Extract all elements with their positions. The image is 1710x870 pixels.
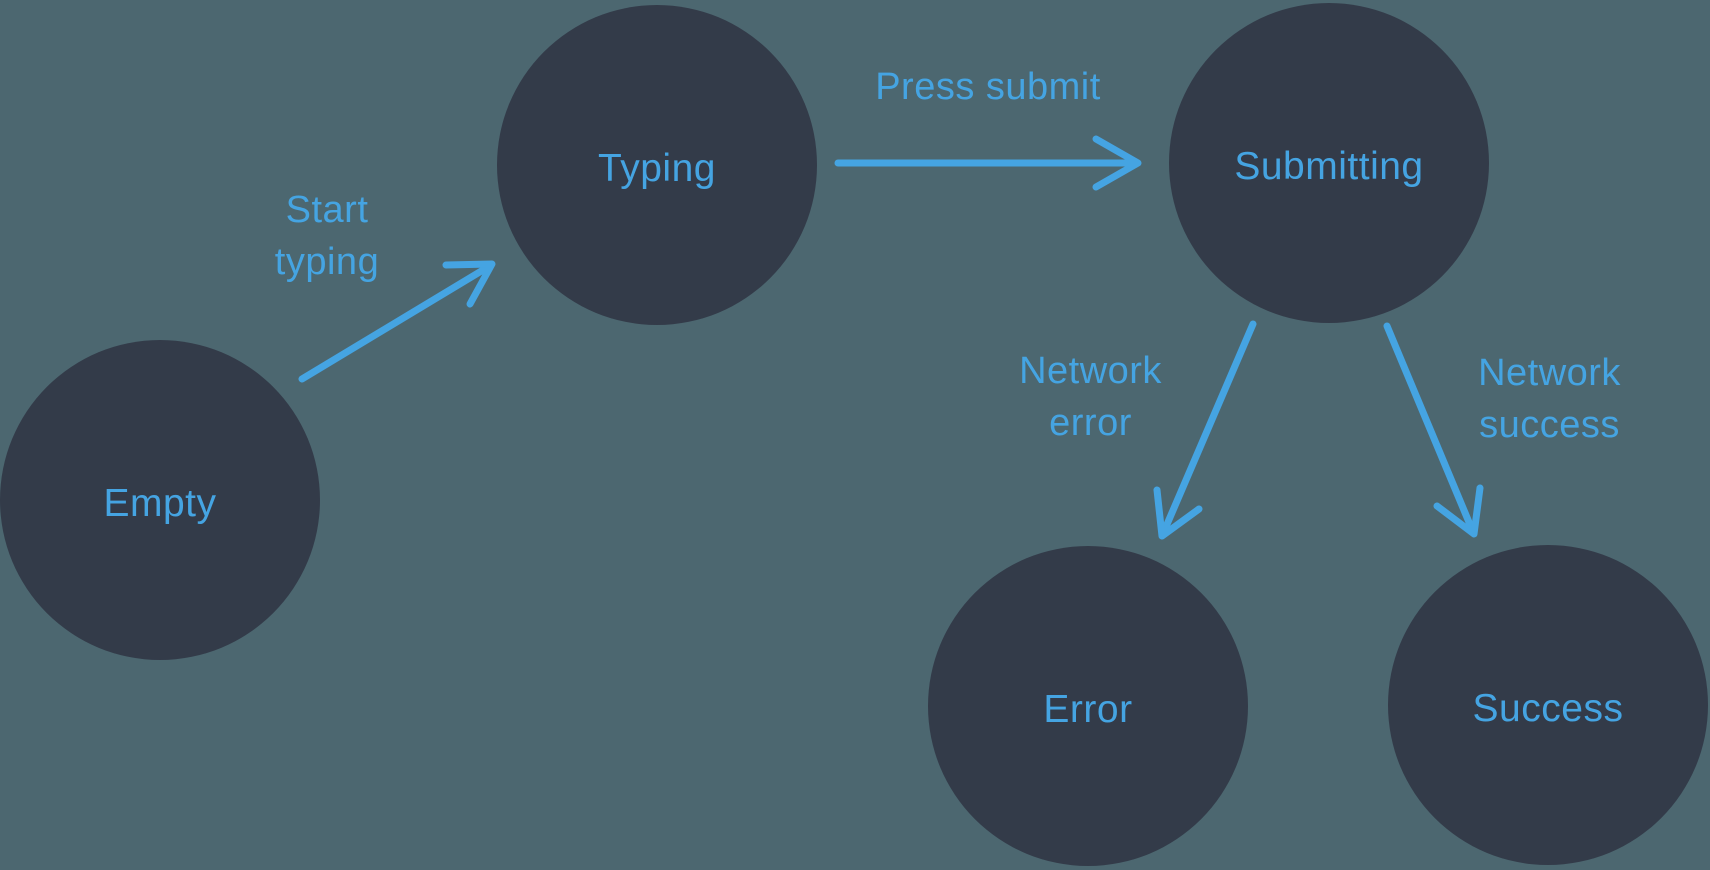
edge-label-network-success: Network success <box>1478 352 1621 446</box>
edge-arrow-network-error <box>1153 320 1257 540</box>
state-label-submitting: Submitting <box>1234 145 1424 188</box>
edge-arrow-press-submit <box>834 135 1142 191</box>
edge-arrow-start-typing <box>298 260 496 383</box>
state-label-typing: Typing <box>598 147 716 190</box>
edge-label-start-typing: Start typing <box>274 189 380 283</box>
edge-arrow-network-success <box>1383 322 1484 538</box>
edge-label-press-submit: Press submit <box>875 66 1101 108</box>
edge-label-network-error: Network error <box>1019 350 1162 444</box>
state-node-empty: Empty <box>0 340 320 660</box>
state-node-typing: Typing <box>497 5 817 325</box>
state-node-success: Success <box>1388 545 1708 865</box>
state-node-error: Error <box>928 546 1248 866</box>
state-label-empty: Empty <box>103 482 217 525</box>
state-label-error: Error <box>1043 688 1133 731</box>
state-label-success: Success <box>1472 687 1624 730</box>
state-node-submitting: Submitting <box>1169 3 1489 323</box>
